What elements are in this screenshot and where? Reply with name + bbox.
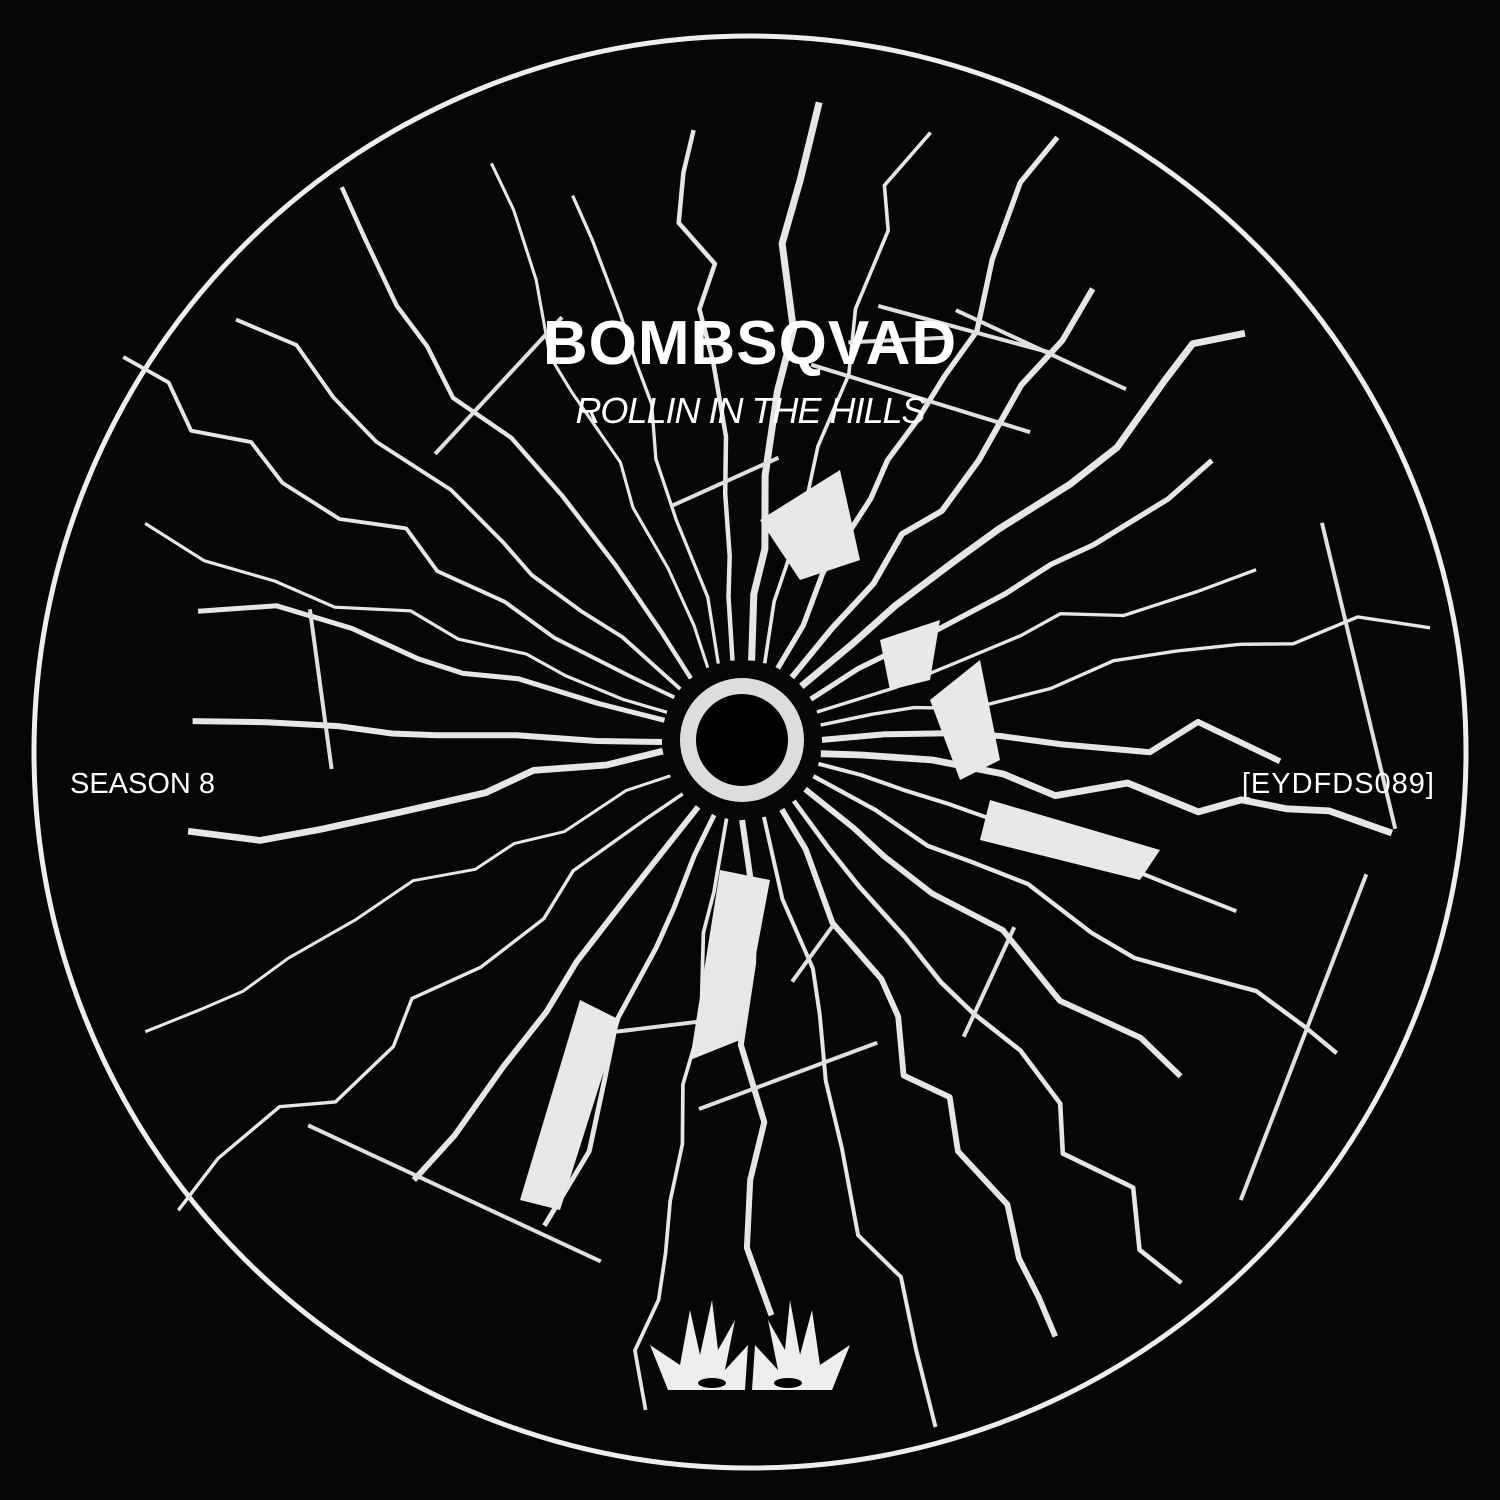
- crack-line: [877, 304, 1051, 355]
- crack-line: [1319, 522, 1398, 830]
- crack-line: [961, 926, 1017, 1038]
- crack-line: [571, 194, 720, 664]
- crack-line: [810, 362, 1031, 435]
- crack-line: [955, 308, 1127, 392]
- crack-line: [775, 135, 1060, 670]
- crack-line: [542, 813, 717, 1227]
- crack-line: [192, 718, 663, 745]
- crack-line: [803, 786, 1183, 1079]
- crack-line: [144, 522, 668, 714]
- crack-line: [235, 317, 682, 691]
- crack-line: [144, 774, 671, 1034]
- crack-line: [812, 774, 1339, 1055]
- crack-line: [187, 747, 664, 844]
- shards: [520, 470, 1160, 1210]
- track-title: ROLLIN IN THE HILLS: [575, 390, 925, 431]
- crack-line: [799, 329, 1246, 689]
- crack-line: [848, 335, 948, 345]
- crack-line: [122, 355, 676, 700]
- crack-line: [791, 799, 1183, 1285]
- artist-name: BOMBSQVAD: [542, 309, 958, 378]
- crack-line: [748, 101, 823, 661]
- crack-line: [820, 750, 1394, 837]
- crack-line: [197, 603, 666, 723]
- crack-line: [176, 792, 684, 1212]
- center-hole: [696, 694, 788, 786]
- crack-line: [307, 1123, 602, 1264]
- crack-line: [820, 615, 1431, 727]
- crack-line: [1238, 873, 1369, 1201]
- crack-line: [411, 805, 701, 1182]
- crack-line: [779, 807, 1058, 1338]
- crack-line: [698, 1040, 878, 1111]
- season-label: SEASON 8: [70, 768, 216, 800]
- crack-line: [676, 129, 735, 661]
- crack-line: [339, 186, 693, 680]
- crack-line: [821, 718, 1282, 765]
- crack-line: [672, 455, 780, 508]
- two-hands-with-eyes-logo: [650, 1300, 850, 1390]
- crack-line: [761, 816, 938, 1428]
- record-outline: [31, 33, 1469, 1471]
- crack-line: [809, 458, 1214, 702]
- crack-line: [790, 924, 835, 983]
- catalog-number: [EYDFDS089]: [1241, 768, 1435, 800]
- crack-line: [307, 609, 334, 770]
- crack-line: [633, 818, 729, 1411]
- crack-line: [490, 162, 710, 669]
- crack-line: [433, 315, 564, 456]
